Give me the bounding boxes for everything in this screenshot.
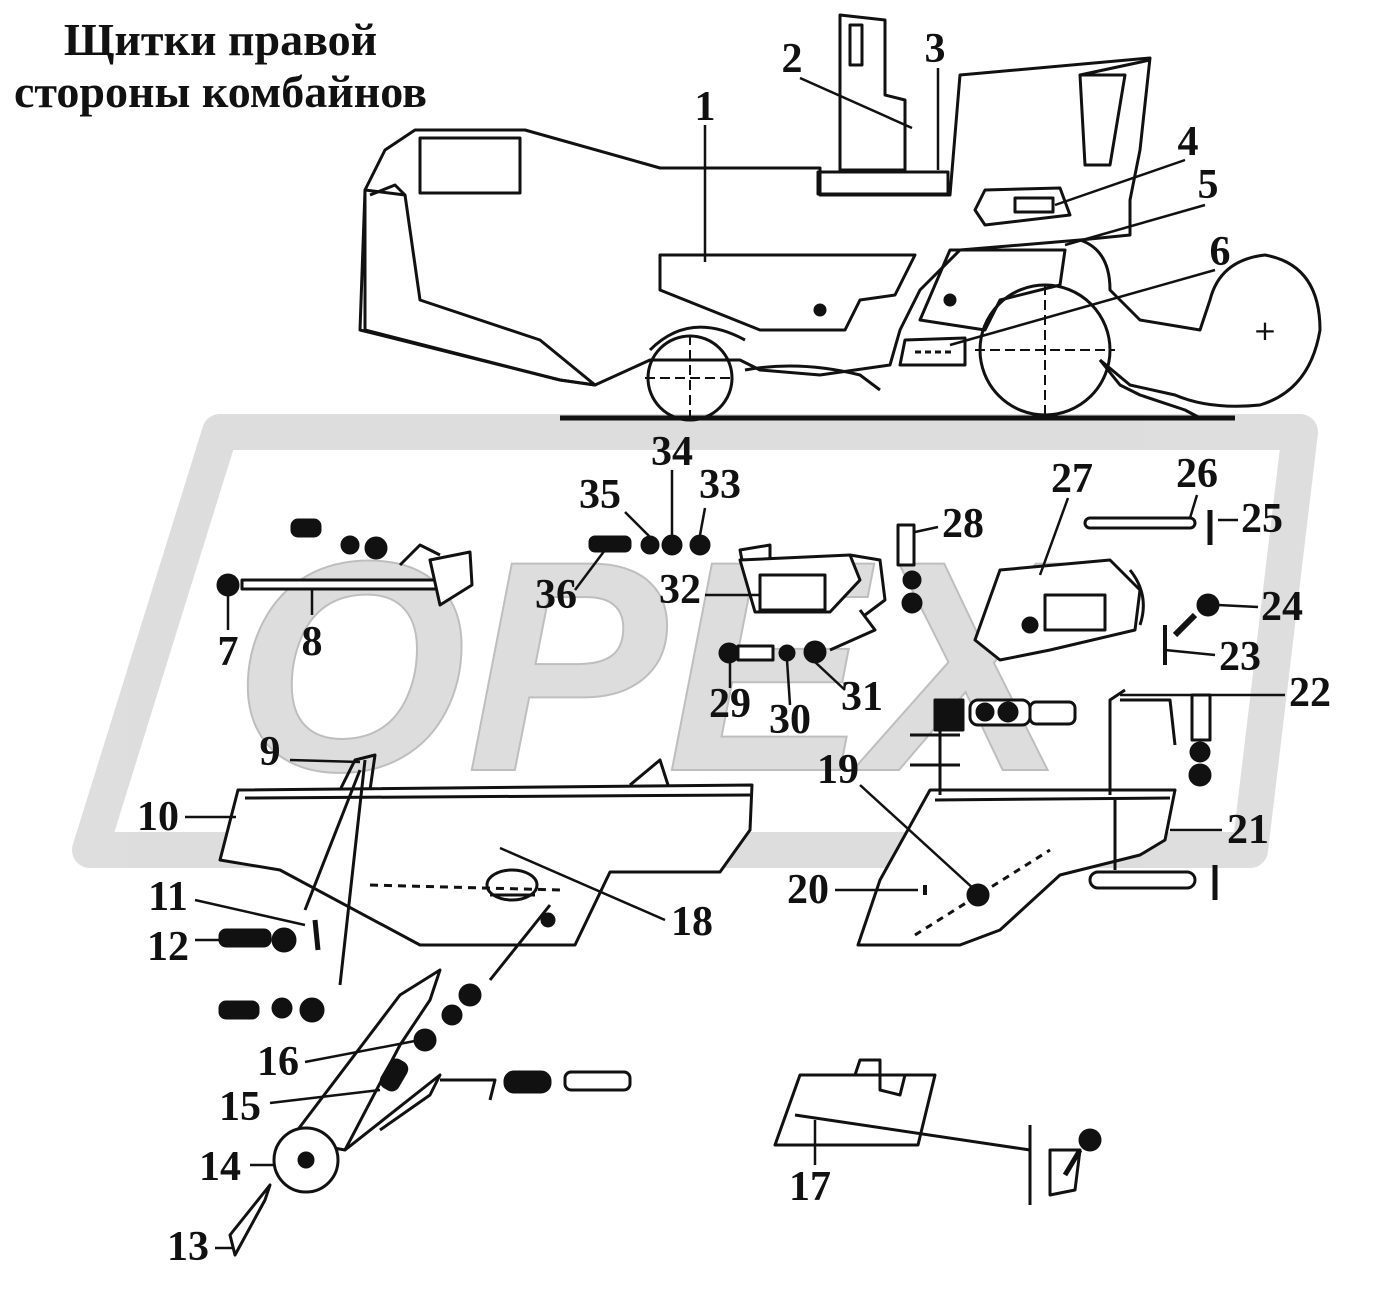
svg-text:+: +: [1253, 314, 1276, 347]
callout-32: 32: [659, 567, 701, 613]
leader-line-11: [194, 898, 306, 927]
leader-line-35: [624, 511, 651, 538]
leader-line-9: [289, 758, 361, 764]
body-outline: [363, 56, 1152, 387]
callout-5: 5: [1198, 162, 1219, 208]
leader-lines: [185, 68, 1285, 1250]
callout-1: 1: [695, 84, 716, 130]
part-shield-27: [973, 510, 1220, 665]
callout-27: 27: [1051, 456, 1093, 502]
shield-5: [918, 248, 1067, 332]
callout-13: 13: [167, 1224, 209, 1270]
callout-19: 19: [817, 747, 859, 793]
callout-14: 14: [199, 1144, 241, 1190]
callout-6: 6: [1210, 229, 1231, 275]
leader-line-16: [304, 1038, 421, 1064]
callout-33: 33: [699, 462, 741, 508]
leader-line-26: [1188, 494, 1199, 519]
callout-4: 4: [1178, 119, 1199, 165]
leader-line-4: [1054, 158, 1186, 207]
title-line-1: Щитки правой: [63, 14, 378, 65]
part-linkage: [218, 759, 632, 1257]
callout-16: 16: [257, 1039, 299, 1085]
leader-line-31: [814, 661, 846, 691]
leader-line-30: [785, 659, 792, 706]
callout-30: 30: [769, 697, 811, 743]
leader-line-2: [799, 76, 913, 130]
leader-line-19: [859, 784, 976, 891]
callout-25: 25: [1241, 496, 1283, 542]
callout-26: 26: [1176, 451, 1218, 497]
cabin-outline: [838, 13, 907, 172]
feeder-outline: [358, 188, 597, 387]
leader-line-6: [949, 268, 1216, 347]
rear-attachment: [1079, 238, 1322, 408]
callout-20: 20: [787, 867, 829, 913]
callout-10: 10: [137, 794, 179, 840]
leader-line-18: [499, 846, 666, 922]
callout-22: 22: [1289, 670, 1331, 716]
watermark-frame: [72, 414, 1318, 868]
callout-11: 11: [148, 874, 188, 920]
part-shield-10: [218, 753, 754, 981]
part-latch-32: [588, 523, 923, 664]
part-rod-8: [216, 518, 474, 607]
title-line-2: стороны комбайнов: [14, 66, 427, 117]
leader-line-24: [1217, 603, 1259, 609]
callout-36: 36: [535, 572, 577, 618]
shield-1: [658, 253, 917, 332]
combine-outline: +: [358, 13, 1322, 422]
leader-line-33: [698, 507, 707, 536]
callout-28: 28: [942, 501, 984, 547]
shield-6: [898, 336, 967, 367]
shield-4: [973, 186, 1072, 227]
part-shield-21: [856, 688, 1218, 947]
leader-line-15: [269, 1088, 381, 1105]
diagram-title: Щитки правой стороны комбайнов: [14, 14, 427, 118]
callout-21: 21: [1227, 807, 1269, 853]
callout-2: 2: [782, 36, 803, 82]
callout-18: 18: [671, 899, 713, 945]
callout-31: 31: [841, 674, 883, 720]
leader-line-27: [1038, 497, 1070, 576]
callout-15: 15: [219, 1084, 261, 1130]
callout-17: 17: [789, 1164, 831, 1210]
callout-7: 7: [218, 629, 239, 675]
exploded-parts: [216, 510, 1220, 1257]
callout-35: 35: [579, 472, 621, 518]
leader-line-23: [1164, 648, 1216, 657]
callout-34: 34: [651, 429, 693, 475]
callout-12: 12: [147, 924, 189, 970]
callout-8: 8: [302, 619, 323, 665]
callout-24: 24: [1261, 584, 1303, 630]
leader-line-36: [574, 549, 606, 591]
callout-23: 23: [1219, 634, 1261, 680]
callout-29: 29: [709, 681, 751, 727]
callout-9: 9: [260, 729, 281, 775]
front-panel: [418, 136, 522, 195]
leader-line-5: [1064, 203, 1206, 247]
leader-line-28: [914, 525, 939, 534]
callout-3: 3: [925, 26, 946, 72]
